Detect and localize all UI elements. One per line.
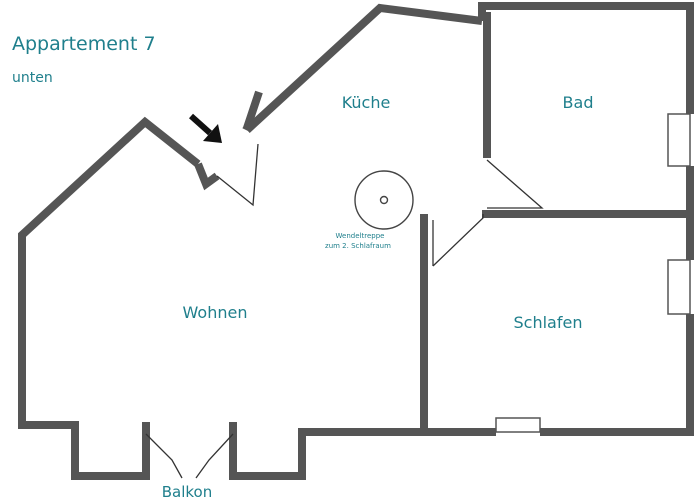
outer-walls (18, 2, 694, 480)
staircase-center (379, 195, 389, 205)
outer-wall-bad-top (478, 2, 694, 114)
window-bad (667, 113, 691, 167)
outer-wall-east-low (540, 314, 694, 436)
outer-wall-south-wohnen (229, 422, 425, 480)
staircase-circle (354, 170, 414, 230)
room-label-wohnen: Wohnen (183, 303, 248, 322)
door-entrance (216, 143, 259, 207)
outer-wall-kitchen-diagonal (244, 3, 483, 133)
staircase-label-line1: Wendeltreppe (336, 232, 385, 240)
room-label-kueche: Küche (342, 93, 391, 112)
staircase-label-line2: zum 2. Schlafraum (325, 242, 391, 250)
door-bad (486, 159, 544, 209)
doors (145, 143, 544, 479)
plan-subtitle: unten (12, 70, 53, 86)
entrance-arrow-icon (188, 113, 222, 143)
door-balkon-left (145, 433, 183, 479)
window-schlafen (667, 259, 691, 315)
outer-wall-entry-notch (194, 162, 220, 191)
room-label-bad: Bad (563, 93, 594, 112)
door-balkon-right (195, 433, 234, 479)
window-schlafen-south (495, 417, 541, 433)
door-schlafen (432, 214, 484, 267)
plan-title: Appartement 7 (12, 33, 156, 55)
outer-wall-south-west (18, 116, 201, 480)
room-label-balkon: Balkon (162, 483, 213, 500)
room-label-schlafen: Schlafen (514, 313, 583, 332)
spiral-staircase (354, 170, 414, 230)
interior-walls (420, 12, 690, 432)
